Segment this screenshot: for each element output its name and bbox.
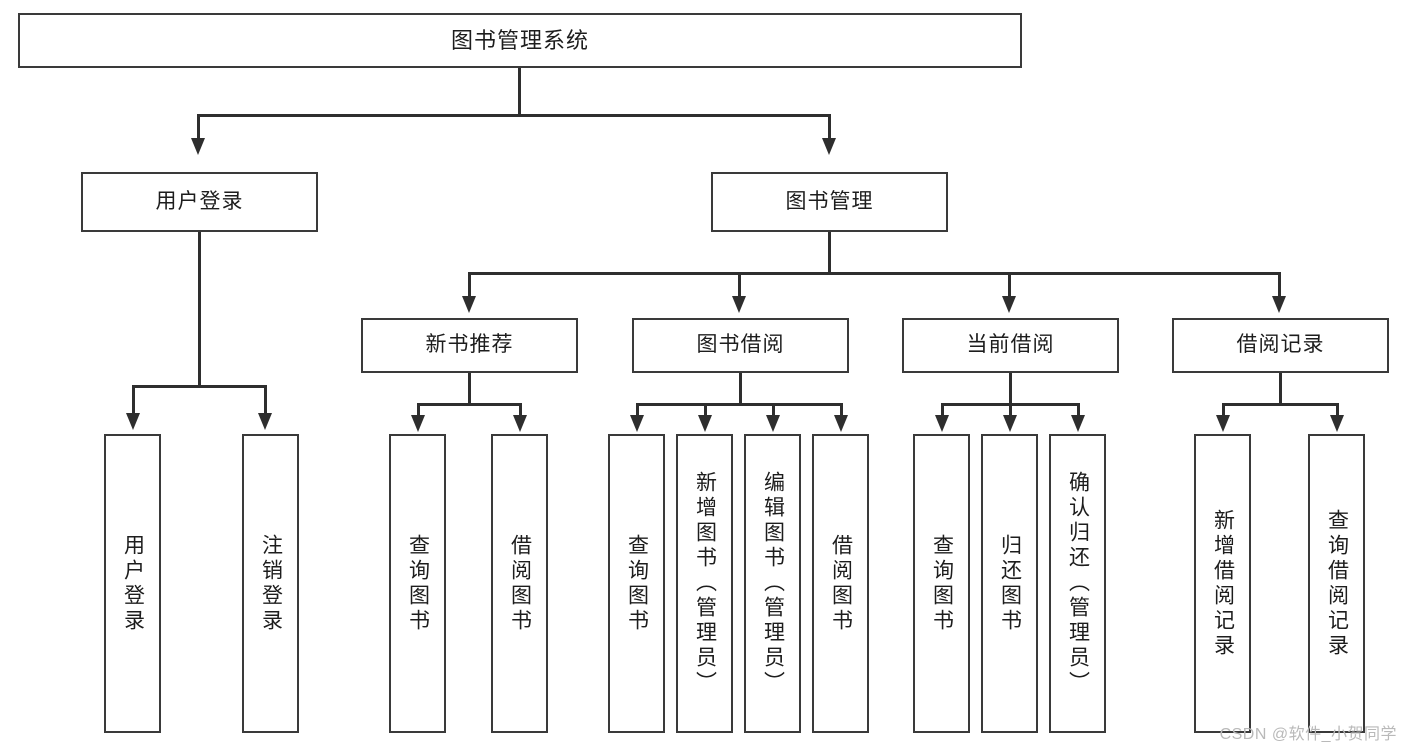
edge-userlogin-bar — [132, 385, 266, 388]
arrow-to-leaf-query-book-b — [630, 415, 644, 432]
edge-currentborrow-stem — [1009, 373, 1012, 405]
edge-l2-drop-2 — [738, 272, 741, 298]
leaf-query-book-recommend[interactable]: 查询图书 — [389, 434, 446, 733]
edge-root-stem — [518, 68, 521, 116]
edge-bookborrow-bar — [636, 403, 842, 406]
node-label: 查询图书 — [930, 533, 954, 634]
node-label: 借阅图书 — [508, 533, 532, 634]
node-label: 用户登录 — [155, 189, 244, 213]
node-label: 图书管理 — [785, 189, 874, 213]
node-label: 查询借阅记录 — [1325, 508, 1349, 659]
edge-l1-drop-right — [828, 114, 831, 140]
arrow-to-leaf-add-record — [1216, 415, 1230, 432]
arrow-to-leaf-return-book — [1003, 415, 1017, 432]
arrow-to-leaf-borrow-book-a — [513, 415, 527, 432]
edge-borrowrecord-drop-2 — [1336, 403, 1339, 417]
edge-currentborrow-drop-2 — [1009, 403, 1012, 417]
edge-bookmanage-stem — [828, 232, 831, 274]
node-root-library-system[interactable]: 图书管理系统 — [18, 13, 1022, 68]
node-label: 查询图书 — [625, 533, 649, 634]
edge-l1-drop-left — [197, 114, 200, 140]
edge-userlogin-drop-2 — [264, 385, 267, 415]
node-label: 当前借阅 — [966, 333, 1055, 357]
arrow-to-book-manage — [822, 138, 836, 155]
watermark-text: CSDN @软件_小贺同学 — [1219, 726, 1397, 743]
leaf-query-borrow-record[interactable]: 查询借阅记录 — [1308, 434, 1365, 733]
node-label: 新增借阅记录 — [1211, 508, 1235, 659]
edge-userlogin-stem — [198, 232, 201, 387]
node-new-book-recommend[interactable]: 新书推荐 — [361, 318, 578, 373]
edge-bookborrow-drop-3 — [772, 403, 775, 417]
node-label: 新增图书（管理员） — [693, 471, 717, 696]
node-label: 借阅图书 — [829, 533, 853, 634]
arrow-to-leaf-query-record — [1330, 415, 1344, 432]
edge-borrowrecord-stem — [1279, 373, 1282, 405]
node-book-borrow[interactable]: 图书借阅 — [632, 318, 849, 373]
arrow-to-book-borrow — [732, 296, 746, 313]
node-label: 编辑图书（管理员） — [761, 471, 785, 696]
arrow-to-leaf-confirm-return — [1071, 415, 1085, 432]
edge-l2-drop-1 — [468, 272, 471, 298]
arrow-to-leaf-add-book — [698, 415, 712, 432]
edge-bookborrow-drop-1 — [636, 403, 639, 417]
leaf-add-borrow-record[interactable]: 新增借阅记录 — [1194, 434, 1251, 733]
edge-l2-bar — [468, 272, 1280, 275]
leaf-confirm-return-admin[interactable]: 确认归还（管理员） — [1049, 434, 1106, 733]
arrow-to-leaf-borrow-book-b — [834, 415, 848, 432]
node-borrow-record[interactable]: 借阅记录 — [1172, 318, 1389, 373]
arrow-to-leaf-edit-book — [766, 415, 780, 432]
edge-userlogin-drop-1 — [132, 385, 135, 415]
edge-l2-drop-4 — [1278, 272, 1281, 298]
edge-borrowrecord-bar — [1222, 403, 1338, 406]
edge-currentborrow-drop-3 — [1077, 403, 1080, 417]
node-book-manage[interactable]: 图书管理 — [711, 172, 948, 232]
edge-bookborrow-stem — [739, 373, 742, 405]
edge-borrowrecord-drop-1 — [1222, 403, 1225, 417]
arrow-to-borrow-record — [1272, 296, 1286, 313]
node-label: 确认归还（管理员） — [1066, 471, 1090, 696]
edge-newbook-stem — [468, 373, 471, 405]
leaf-borrow-book-recommend[interactable]: 借阅图书 — [491, 434, 548, 733]
leaf-edit-book-admin[interactable]: 编辑图书（管理员） — [744, 434, 801, 733]
leaf-query-book-borrow[interactable]: 查询图书 — [608, 434, 665, 733]
node-label: 注销登录 — [259, 533, 283, 634]
node-label: 图书管理系统 — [450, 27, 589, 53]
node-current-borrow[interactable]: 当前借阅 — [902, 318, 1119, 373]
leaf-logout[interactable]: 注销登录 — [242, 434, 299, 733]
leaf-add-book-admin[interactable]: 新增图书（管理员） — [676, 434, 733, 733]
edge-l2-drop-3 — [1008, 272, 1011, 298]
node-label: 图书借阅 — [696, 333, 785, 357]
leaf-user-login[interactable]: 用户登录 — [104, 434, 161, 733]
node-label: 归还图书 — [998, 533, 1022, 634]
edge-newbook-drop-1 — [417, 403, 420, 417]
node-label: 新书推荐 — [425, 333, 514, 357]
node-user-login[interactable]: 用户登录 — [81, 172, 318, 232]
edge-currentborrow-drop-1 — [941, 403, 944, 417]
node-label: 用户登录 — [121, 533, 145, 634]
node-label: 查询图书 — [406, 533, 430, 634]
leaf-return-book[interactable]: 归还图书 — [981, 434, 1038, 733]
arrow-to-leaf-query-book-c — [935, 415, 949, 432]
arrow-to-leaf-logout — [258, 413, 272, 430]
edge-bookborrow-drop-2 — [704, 403, 707, 417]
node-label: 借阅记录 — [1236, 333, 1325, 357]
leaf-query-book-current[interactable]: 查询图书 — [913, 434, 970, 733]
edge-newbook-drop-2 — [519, 403, 522, 417]
leaf-borrow-book[interactable]: 借阅图书 — [812, 434, 869, 733]
arrow-to-user-login — [191, 138, 205, 155]
arrow-to-new-book-recommend — [462, 296, 476, 313]
edge-newbook-bar — [417, 403, 521, 406]
arrow-to-current-borrow — [1002, 296, 1016, 313]
arrow-to-leaf-query-book-a — [411, 415, 425, 432]
edge-l1-bar — [197, 114, 831, 117]
edge-bookborrow-drop-4 — [840, 403, 843, 417]
arrow-to-leaf-user-login — [126, 413, 140, 430]
